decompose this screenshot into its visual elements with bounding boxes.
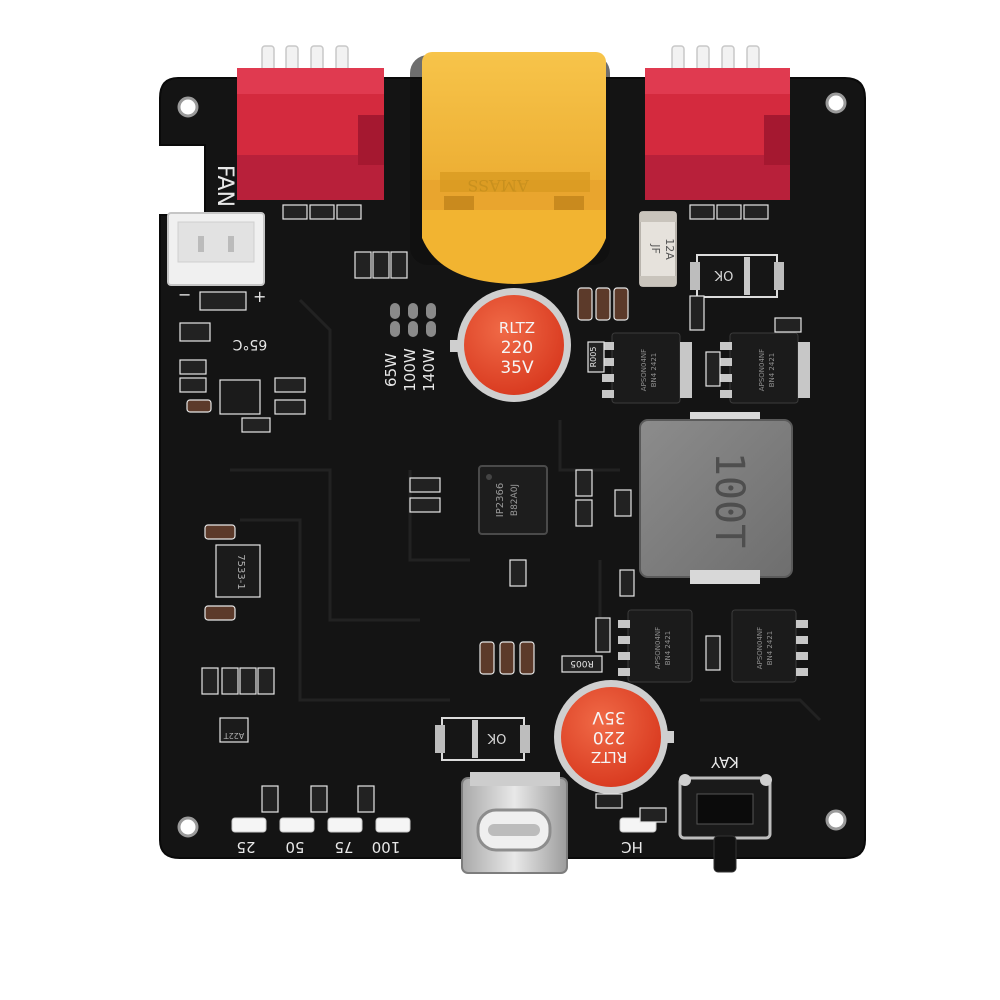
mosfet-2-marking: APSON04NF: [758, 349, 766, 391]
power-label-100w: 100W: [401, 348, 419, 392]
temp-label: 65°C: [232, 336, 267, 352]
capacitor-2: [554, 680, 674, 794]
fuse: [639, 211, 677, 287]
mounting-holes: [177, 92, 847, 838]
capacitor-2-brand: RLTZ: [591, 748, 627, 766]
smd-components: [179, 204, 802, 823]
leds: [231, 817, 411, 833]
mosfet-4-code: BN4 2421: [766, 631, 774, 666]
silkscreen-text: FAN 65W 100W 140W 65°C RLTZ 220 35V RLTZ…: [178, 165, 776, 856]
diode-bottom: [435, 717, 530, 761]
mosfet-4-marking: APSON04NF: [756, 627, 764, 669]
mosfets: [602, 332, 810, 683]
inductor: [639, 412, 793, 584]
plus-sign: +: [253, 287, 266, 306]
led-label-75: 75: [334, 838, 353, 856]
diode-top-text: OK: [714, 267, 733, 282]
minus-sign: −: [178, 285, 191, 304]
diode-top: [690, 254, 784, 298]
inductor-marking: 100T: [706, 452, 752, 548]
capacitor-1-value: 220: [501, 338, 533, 358]
controller-chip-line1: IP2366: [495, 483, 506, 517]
sense-resistor-label-top: R005: [589, 347, 598, 368]
mosfet-3-marking: APSON04NF: [654, 627, 662, 669]
key-switch: [678, 774, 772, 873]
regulator-marking: 7533-1: [235, 554, 246, 589]
white-fan-connector: [167, 212, 265, 286]
capacitor-2-voltage: 35V: [592, 707, 626, 727]
mosfet-2-code: BN4 2421: [768, 353, 776, 388]
mosfet-1-marking: APSON04NF: [640, 349, 648, 391]
controller-chip: [478, 465, 548, 535]
capacitor-1: [450, 288, 571, 402]
red-connector-left: [237, 45, 384, 200]
led-label-50: 50: [285, 838, 304, 856]
diode-bottom-text: OK: [487, 730, 506, 745]
capacitor-2-value: 220: [593, 727, 625, 747]
led-label-100: 100: [372, 838, 401, 856]
xt-connector: [410, 52, 610, 284]
controller-chip-line2: B82A0J: [510, 484, 520, 516]
fuse-brand: JF: [649, 243, 662, 254]
pcb-traces: [230, 298, 822, 722]
mosfet-1-code: BN4 2421: [650, 353, 658, 388]
key-label: KAY: [710, 753, 739, 771]
usb-c-port: [461, 772, 568, 874]
small-chip-marking: A22T: [224, 731, 245, 740]
mosfet-3-code: BN4 2421: [664, 631, 672, 666]
capacitor-1-brand: RLTZ: [499, 319, 535, 337]
sense-resistor-label-bottom: R005: [570, 658, 593, 668]
fuse-rating: 12A: [663, 238, 676, 260]
led-label-25: 25: [236, 838, 255, 856]
power-label-65w: 65W: [382, 353, 400, 387]
power-label-140w: 140W: [420, 348, 438, 392]
red-connector-right: [645, 45, 790, 200]
hc-label: HC: [621, 838, 643, 856]
xt-connector-text: AMASS: [467, 176, 529, 195]
fan-label: FAN: [212, 165, 237, 207]
capacitor-1-voltage: 35V: [500, 358, 534, 378]
